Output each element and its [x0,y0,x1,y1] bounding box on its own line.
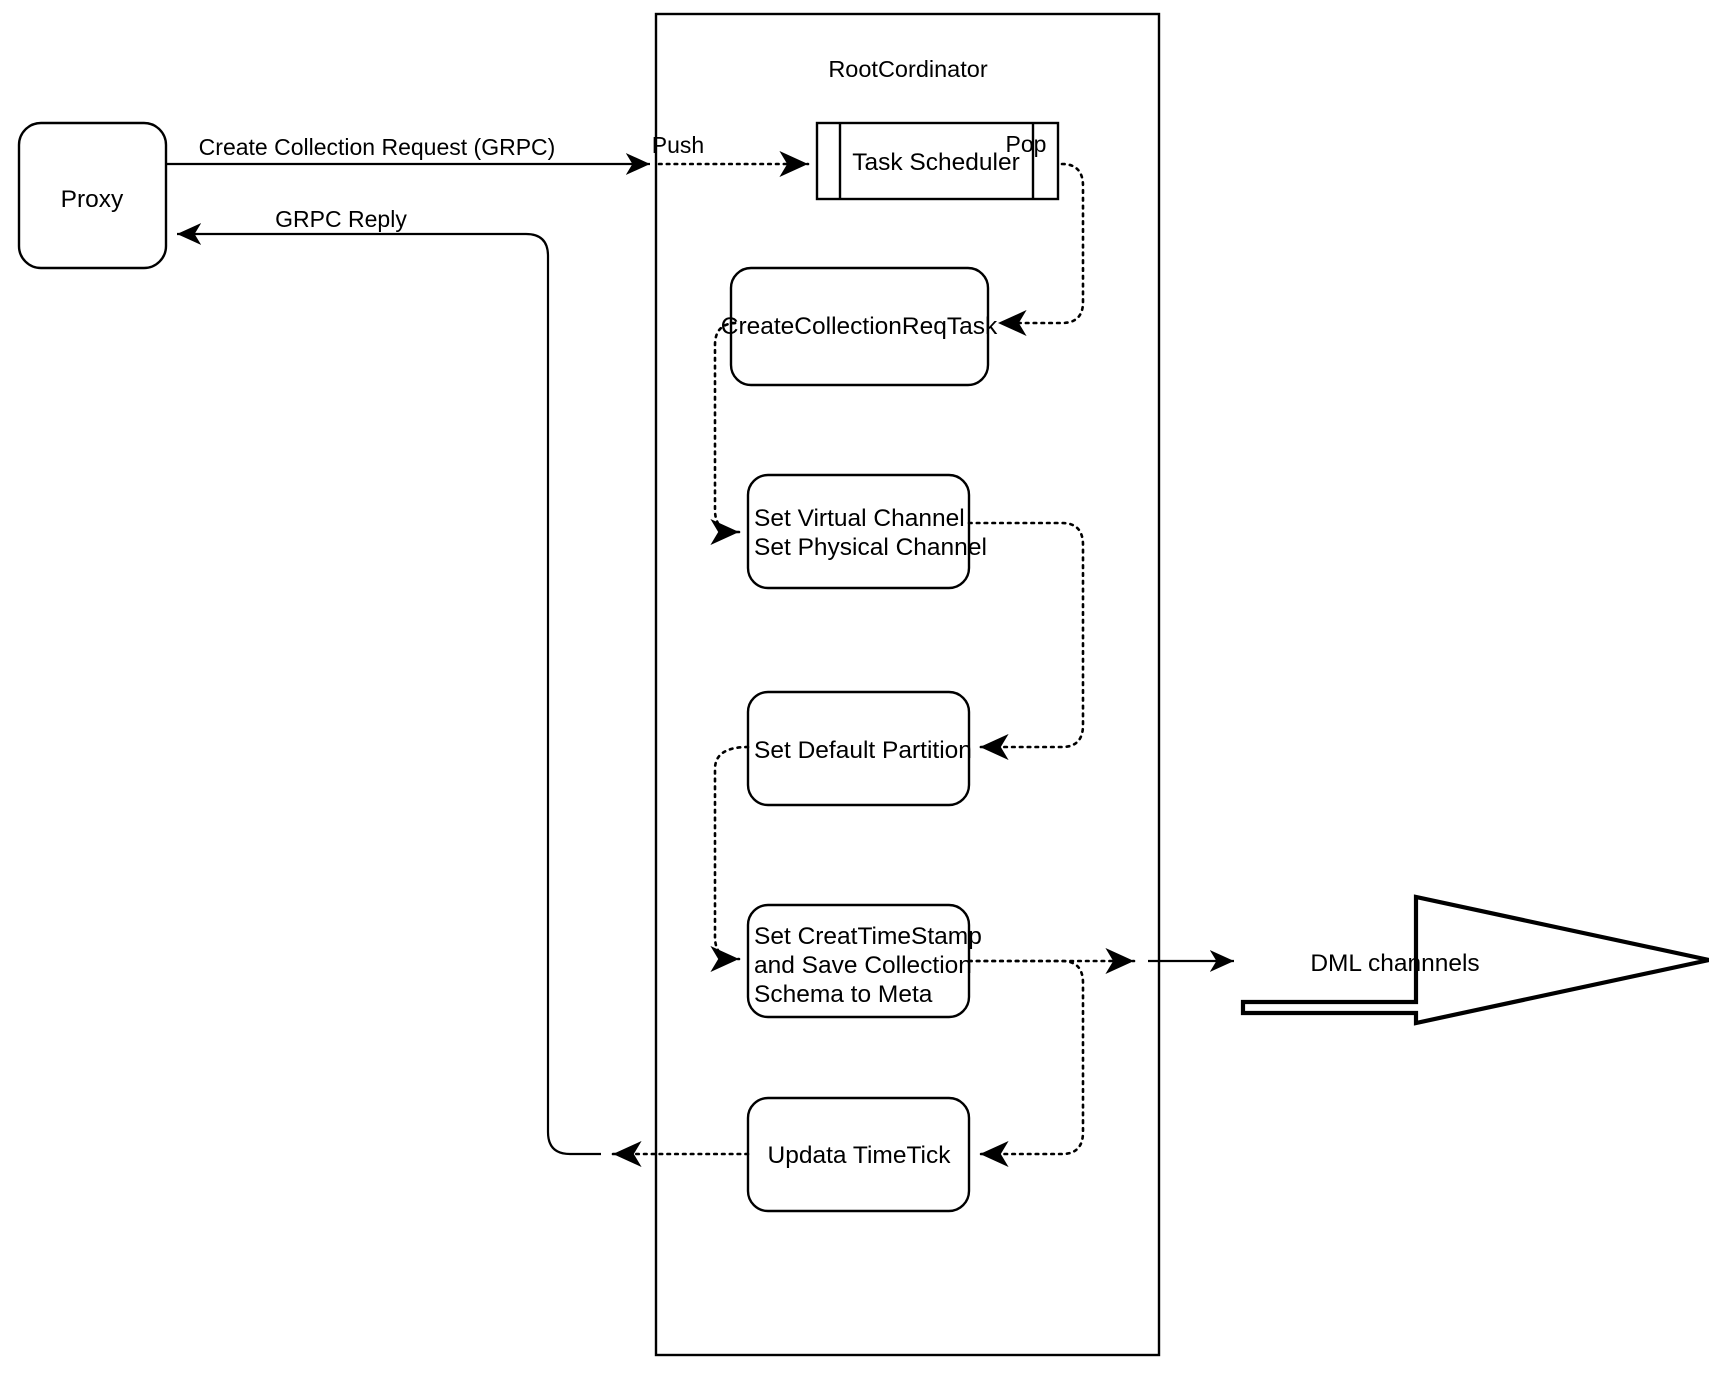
set-default-partition-node[interactable] [746,690,971,807]
set-createtimestamp-label-line1: Set CreatTimeStamp [754,923,982,950]
create-collection-req-task-node[interactable] [729,266,990,387]
edge-task-to-set-channel [710,321,741,545]
dml-channels-label: DML channnels [1310,950,1479,977]
edge-timestamp-to-timetick [967,959,1085,1167]
task-scheduler-label: Task Scheduler [852,149,1020,176]
create-collection-req-task-label: CreateCollectionReqTask [721,313,998,340]
task-scheduler-node[interactable] [815,121,1060,201]
edge-default-partition-to-timestamp [710,745,750,972]
edge-label-push: Push [652,132,704,158]
rootcoordinator-container [654,12,1161,1357]
dml-channels-arrow[interactable] [1240,894,1709,1026]
edge-label-pop: Pop [1006,131,1047,157]
set-channel-label-line2: Set Physical Channel [754,534,987,561]
edge-pop [996,162,1085,336]
update-timetick-label: Updata TimeTick [768,1142,952,1169]
set-createtimestamp-label-line3: Schema to Meta [754,981,933,1008]
set-createtimestamp-label-line2: and Save Collection [754,952,972,979]
proxy-node[interactable] [17,121,168,270]
set-channel-label-line1: Set Virtual Channel [754,505,965,532]
edge-grpc-reply [177,223,601,1156]
set-default-partition-label: Set Default Partition [754,737,972,764]
rootcoordinator-title: RootCordinator [828,56,988,82]
proxy-label: Proxy [61,186,124,213]
edge-label-grpc-reply: GRPC Reply [275,206,407,232]
edge-set-channel-to-default-partition [967,521,1085,760]
edge-label-create-collection-request: Create Collection Request (GRPC) [199,134,556,160]
set-channel-node[interactable] [746,473,971,590]
